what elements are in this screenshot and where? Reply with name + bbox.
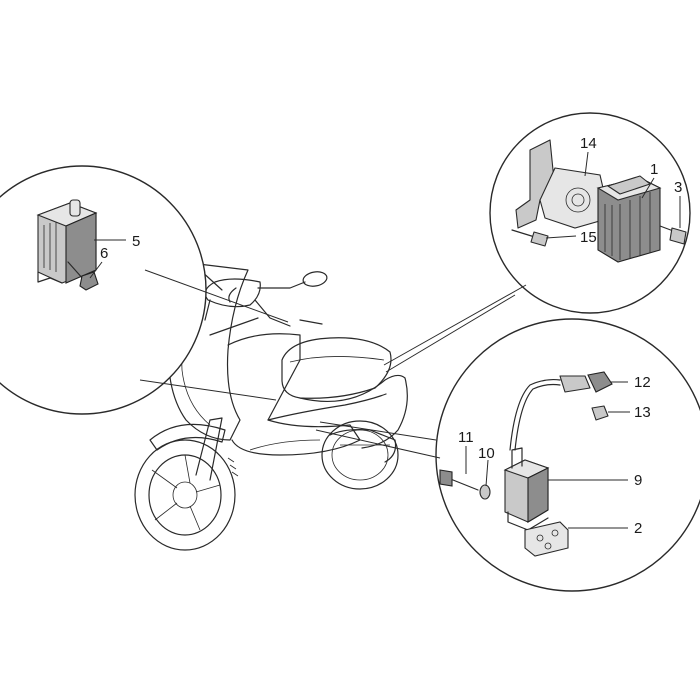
spark-plug-cap-12 [509,371,613,451]
front-wheel [134,417,236,551]
callout-10: 10 [478,445,495,462]
bracket-14 [515,139,611,229]
bolt-15 [511,229,549,247]
callout-labels: 14 1 3 15 5 6 12 13 11 10 9 2 [100,135,682,537]
callout-3: 3 [674,179,682,196]
callout-1: 1 [650,161,658,178]
callout-5: 5 [132,233,140,250]
ignition-coil-9 [503,447,550,531]
callout-9: 9 [634,472,642,489]
callout-11: 11 [458,429,474,446]
rear-wheel [321,420,399,490]
callout-15: 15 [580,229,597,246]
bracket-2 [524,521,569,557]
callout-13: 13 [634,404,651,421]
cdi-unit [36,199,98,284]
nut-13 [591,405,609,421]
regulator-1 [596,175,662,263]
callout-14: 14 [580,135,597,152]
callout-2: 2 [634,520,642,537]
detail-circle-regulator [489,112,691,314]
scooter-body [167,253,408,477]
bolt-3 [659,225,687,245]
callout-leaders [89,151,681,529]
callout-6: 6 [100,245,108,262]
detail-circle-cdi [0,165,207,415]
detail-circle-ignition-coil [435,318,700,592]
pointer-lines [139,269,527,459]
callout-12: 12 [634,374,651,391]
scooter [134,253,408,551]
washer-10 [479,484,491,500]
bolt-11 [439,469,479,491]
bolt-6 [67,261,99,291]
